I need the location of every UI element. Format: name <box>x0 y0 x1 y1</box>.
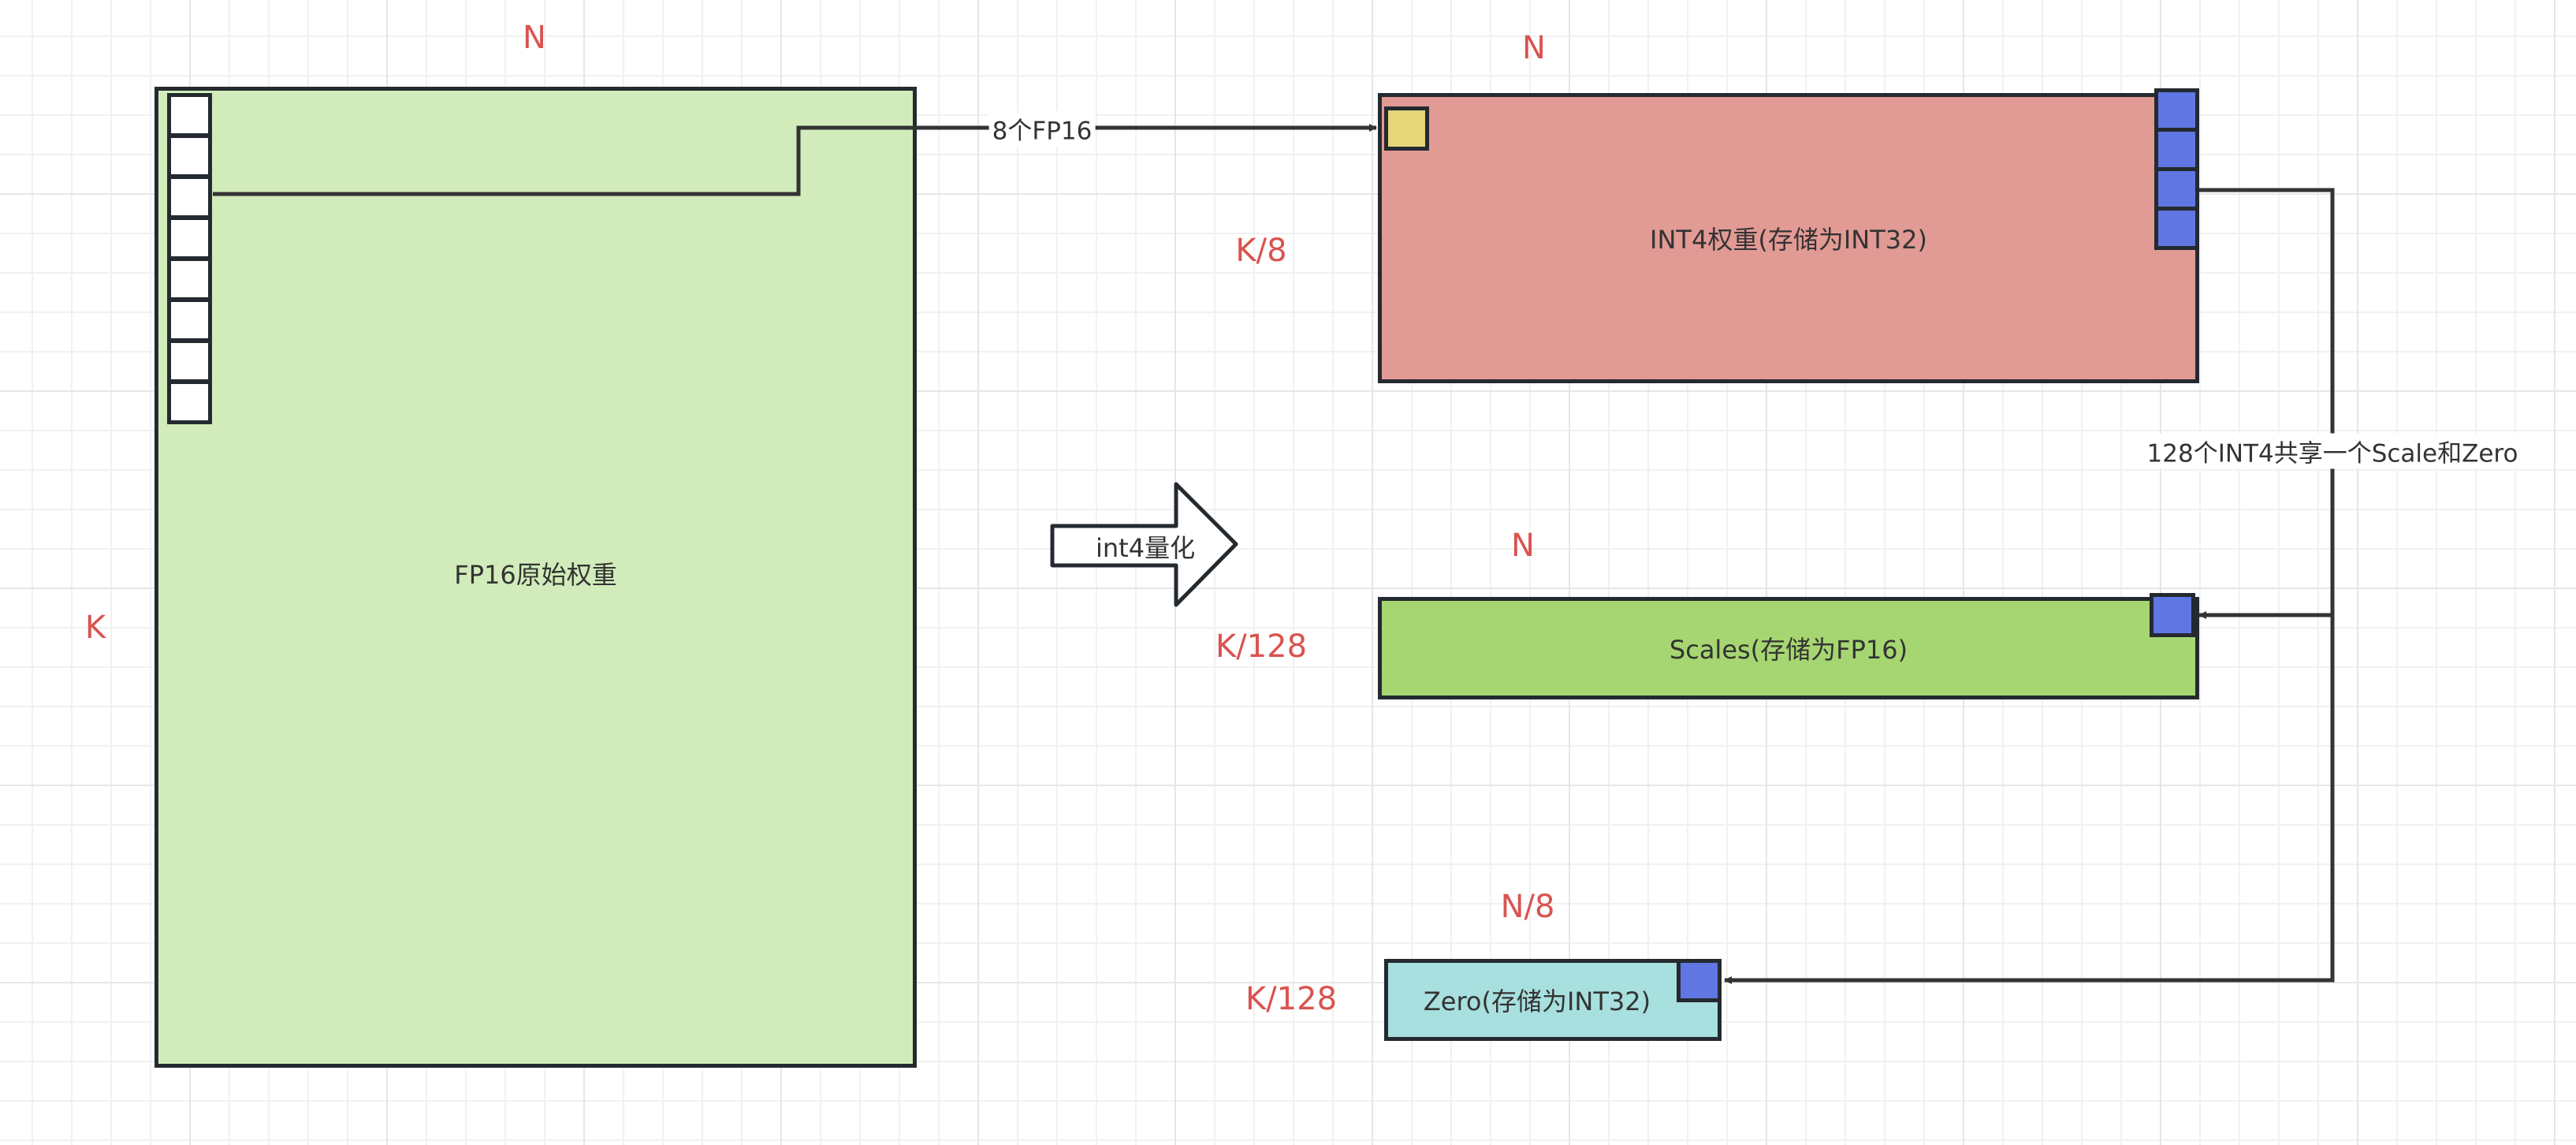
int4-group-cell <box>2154 88 2199 132</box>
group-connector-label: 128个INT4共享一个Scale和Zero <box>2143 433 2522 469</box>
scales-cols-dim: N <box>1511 528 1535 564</box>
scales-matrix[interactable]: Scales(存储为FP16) <box>1378 597 2199 699</box>
int4-group-cell <box>2154 207 2199 250</box>
packed-int32-cell <box>1384 106 1429 151</box>
scales-matrix-label: Scales(存储为FP16) <box>1669 635 1908 665</box>
int4-cols-dim: N <box>1522 30 1546 66</box>
group-connector-zero <box>1724 615 2335 984</box>
pack-connector-line <box>213 124 1377 196</box>
fp16-weight-matrix[interactable]: FP16原始权重 <box>154 87 917 1068</box>
quantize-arrow-label: int4量化 <box>1096 533 1196 563</box>
zero-cell <box>1677 959 1722 1002</box>
scales-rows-dim: K/128 <box>1215 628 1308 665</box>
zero-cols-dim: N/8 <box>1500 889 1555 925</box>
fp16-cols-dim: N <box>523 20 546 56</box>
int4-rows-dim: K/8 <box>1235 233 1287 269</box>
fp16-element-cell <box>167 380 212 424</box>
fp16-element-cell <box>167 93 212 137</box>
fp16-rows-dim: K <box>84 610 106 646</box>
fp16-matrix-label: FP16原始权重 <box>454 560 617 590</box>
quantize-arrow-shape <box>1050 482 1238 607</box>
zero-rows-dim: K/128 <box>1245 981 1338 1017</box>
int4-matrix-label: INT4权重(存储为INT32) <box>1650 225 1927 255</box>
int4-weight-matrix[interactable]: INT4权重(存储为INT32) <box>1378 93 2199 383</box>
scale-cell <box>2150 593 2195 637</box>
pack-connector-label: 8个FP16 <box>988 110 1096 147</box>
zero-matrix-label: Zero(存储为INT32) <box>1423 986 1651 1016</box>
group-connector-scales <box>2198 188 2335 619</box>
zero-matrix[interactable]: Zero(存储为INT32) <box>1384 959 1722 1041</box>
